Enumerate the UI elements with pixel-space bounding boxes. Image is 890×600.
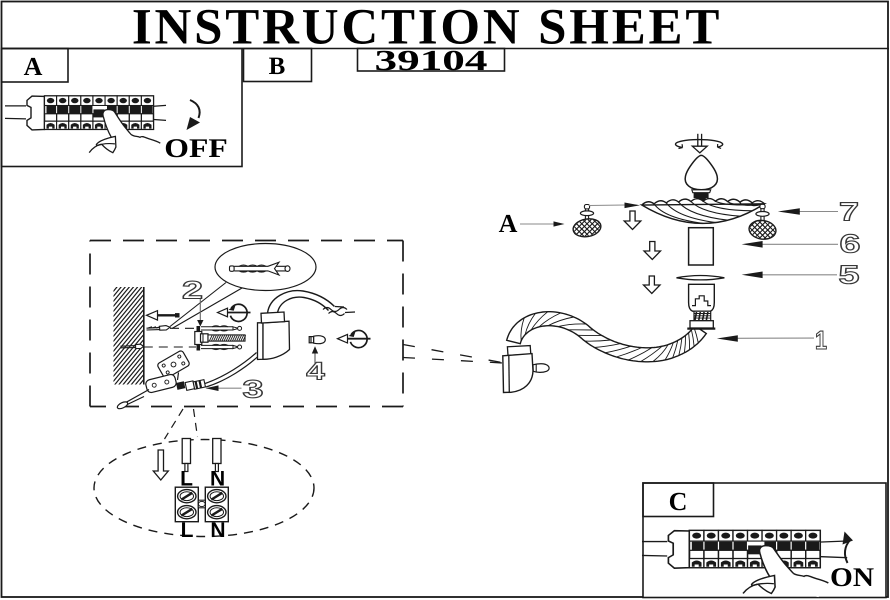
svg-text:7: 7 [839,197,859,227]
svg-text:B: B [269,53,286,80]
svg-text:5: 5 [839,260,860,290]
svg-text:N: N [210,468,225,491]
svg-text:C: C [669,487,688,516]
svg-text:A: A [24,52,43,81]
svg-text:INSTRUCTION SHEET: INSTRUCTION SHEET [132,0,722,56]
svg-text:4: 4 [306,358,325,386]
svg-text:ON: ON [830,562,875,592]
svg-text:N: N [210,519,225,542]
svg-text:OFF: OFF [164,133,228,163]
svg-text:2: 2 [182,277,203,305]
svg-text:6: 6 [840,229,861,259]
svg-text:A: A [499,209,518,238]
svg-text:L: L [181,519,194,542]
svg-text:39104: 39104 [375,45,488,77]
svg-text:L: L [180,468,193,491]
svg-text:3: 3 [243,376,264,404]
svg-text:1: 1 [815,325,827,355]
